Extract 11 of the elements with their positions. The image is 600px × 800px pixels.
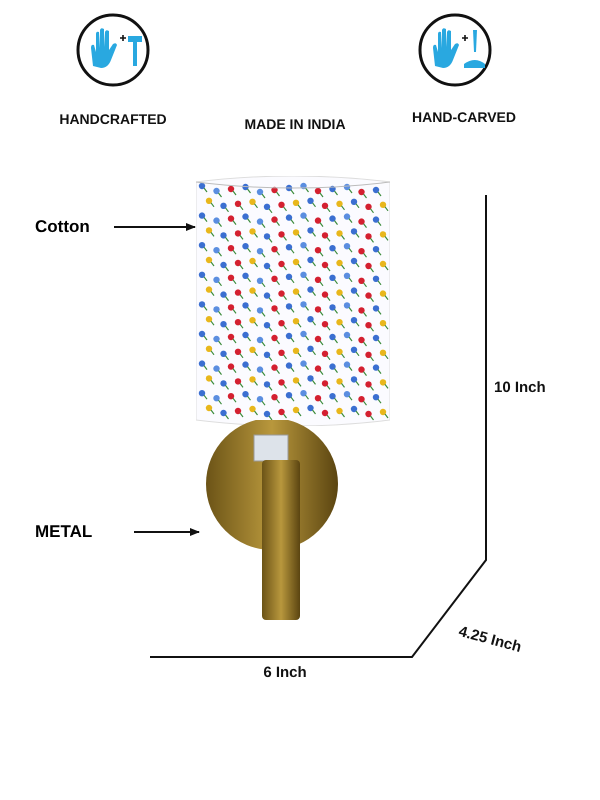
material-label: Cotton [35, 216, 110, 238]
dimension-label: 4.25 Inch [456, 622, 524, 656]
dimension-label: 6 Inch [263, 664, 307, 681]
material-label: METAL [35, 521, 130, 543]
badge-caption: HAND-CARVED [412, 109, 516, 125]
arrow [114, 223, 196, 231]
badge-caption: MADE IN INDIA [244, 116, 346, 132]
arrow [134, 528, 200, 536]
lampshade-drawing [196, 176, 390, 426]
badge-caption: HANDCRAFTED [59, 111, 167, 127]
dimension-label: 10 Inch [494, 379, 546, 396]
